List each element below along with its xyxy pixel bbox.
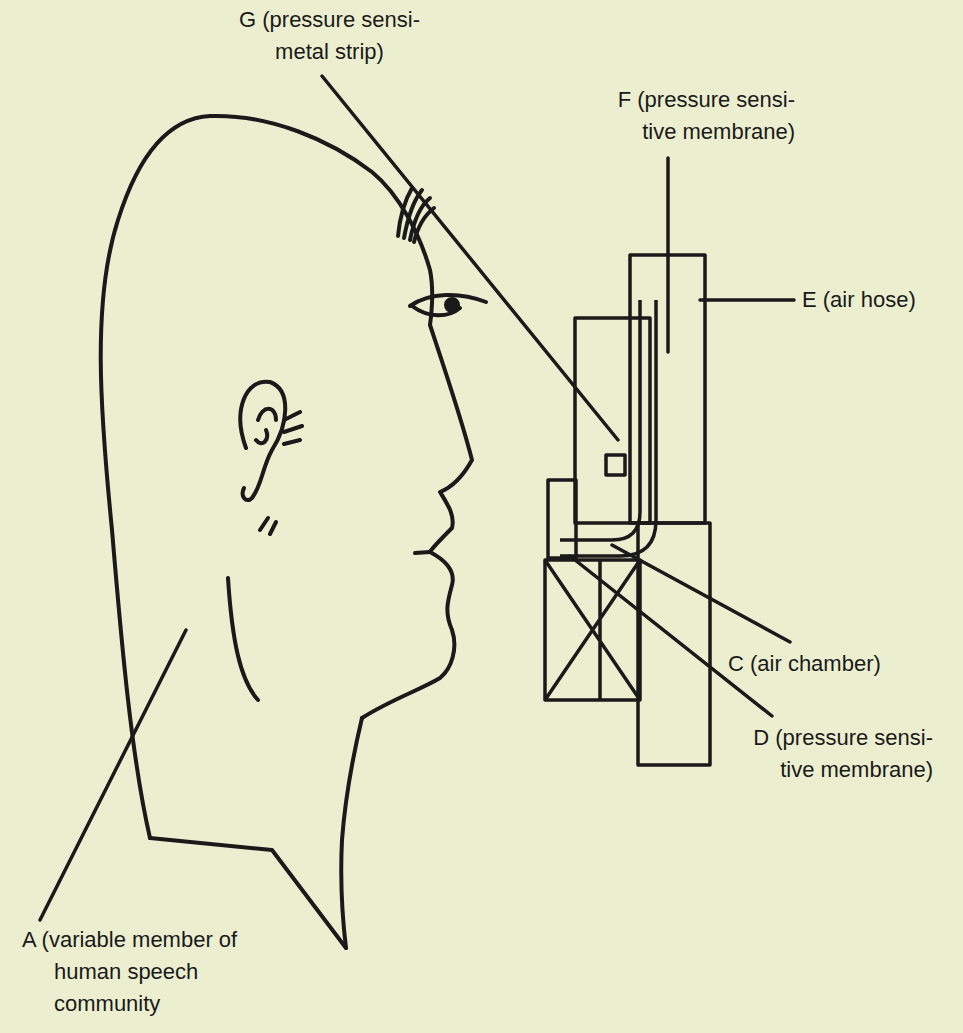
leader-line bbox=[40, 630, 186, 920]
leader-line bbox=[666, 158, 670, 352]
side-tab bbox=[548, 480, 576, 558]
housing-lower bbox=[638, 523, 710, 765]
leader-line bbox=[700, 298, 794, 302]
part-label: D (pressure sensi- tive membrane) bbox=[733, 722, 933, 786]
leader-line bbox=[322, 76, 618, 440]
ear-inner bbox=[256, 409, 276, 444]
jaw-line bbox=[228, 578, 258, 700]
leader-line bbox=[570, 556, 772, 716]
pupil bbox=[446, 299, 458, 311]
part-label: F (pressure sensi- tive membrane) bbox=[600, 84, 795, 148]
part-label: G (pressure sensi- metal strip) bbox=[222, 4, 437, 68]
air-chamber bbox=[545, 560, 640, 700]
chamber-cross bbox=[545, 560, 640, 700]
part-label: E (air hose) bbox=[802, 284, 952, 316]
eye bbox=[410, 295, 486, 315]
apparatus bbox=[545, 255, 710, 765]
leader-line bbox=[612, 545, 790, 642]
part-label: C (air chamber) bbox=[728, 648, 943, 680]
neck-line bbox=[341, 718, 362, 948]
small-square bbox=[606, 455, 625, 475]
part-label: A (variable member of human speech commu… bbox=[22, 924, 244, 1020]
hair-strokes bbox=[260, 412, 302, 534]
ear bbox=[240, 382, 285, 500]
head-outline bbox=[101, 116, 472, 838]
eyebrow bbox=[398, 188, 434, 242]
mouth bbox=[415, 552, 430, 553]
